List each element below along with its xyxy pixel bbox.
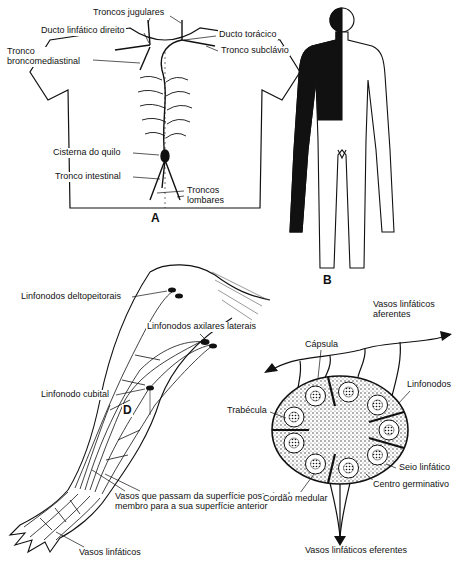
pectoral-lines: [212, 272, 268, 320]
part-label: Seio linfático: [398, 463, 451, 473]
efferent-vessels: [330, 483, 350, 537]
leader-lines: [270, 350, 410, 493]
flow-arrows: [264, 331, 452, 546]
body-figure: [290, 8, 394, 268]
part-label: Vasos linfáticos aferentes: [372, 300, 452, 320]
part-label: Linfonodo cubital: [40, 390, 110, 400]
intercostal-vessels: [138, 76, 192, 138]
part-label: Centro germinativo: [372, 480, 450, 490]
figure-letter: B: [322, 274, 333, 287]
arm-lymph-nodes: [146, 288, 217, 391]
part-label: Ducto torácico: [218, 30, 278, 40]
lymph-ducts: [115, 20, 215, 200]
part-label: Ducto linfático direito: [40, 26, 126, 36]
part-label: Troncos lombares: [186, 186, 233, 206]
part-label: Linfonodos axilares laterais: [146, 322, 257, 332]
part-label: Cápsula: [304, 340, 339, 350]
part-label: Tronco intestinal: [54, 172, 122, 182]
part-label: Linfonodos: [406, 380, 452, 390]
figure-letter: A: [150, 212, 161, 225]
part-label: Tronco subclávio: [220, 46, 290, 56]
part-label: Trabécula: [226, 406, 268, 416]
part-label: Cordão medular: [262, 494, 329, 504]
figure-letter: D: [122, 404, 133, 417]
part-label: Vasos linfáticos: [78, 548, 142, 558]
part-label: Linfonodos deltopeitorais: [20, 292, 122, 302]
lymph-node-section: [272, 376, 408, 484]
part-label: Vasos linfáticos eferentes: [304, 546, 408, 556]
part-label: Tronco broncomediastinal: [6, 47, 92, 67]
part-label: Troncos jugulares: [92, 8, 165, 18]
part-label: Cisterna do quilo: [52, 148, 122, 158]
leader-lines: [93, 16, 218, 197]
